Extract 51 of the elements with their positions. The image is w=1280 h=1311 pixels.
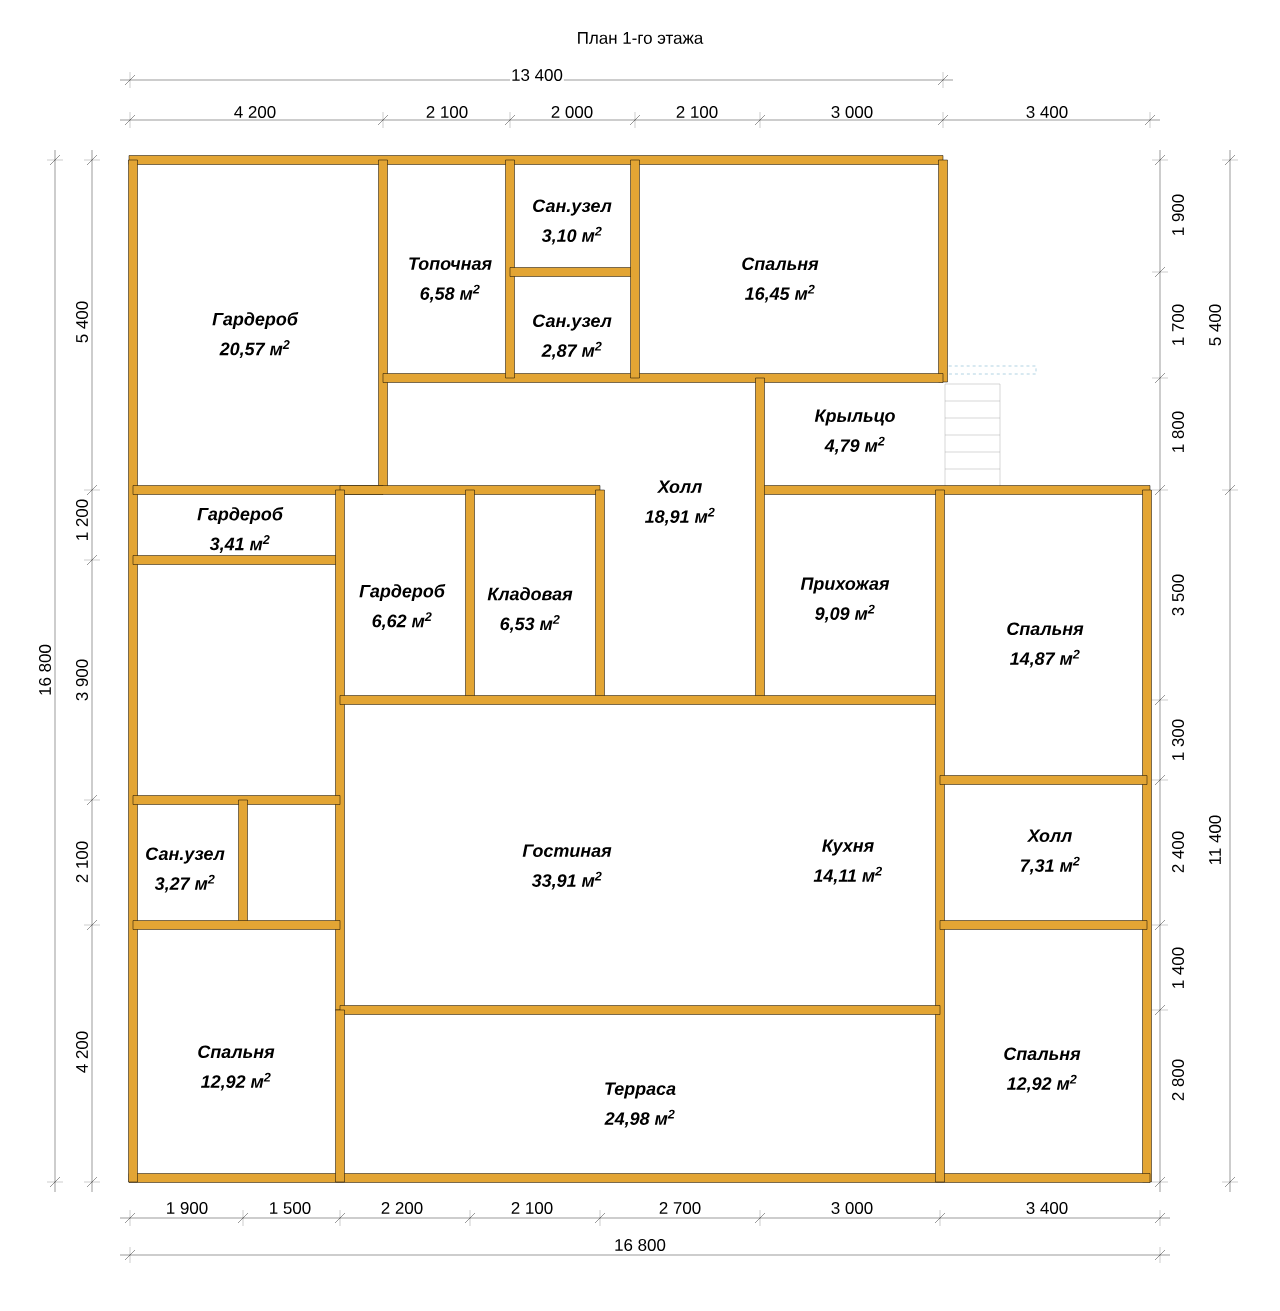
room-label: Топочная 6,58 м$^{2}$: [409, 257, 492, 303]
dimension-label: 4 200: [75, 1029, 89, 1075]
dimension-label: 3 400: [1024, 1201, 1070, 1215]
room-label: Холл 18,91 м$^{2}$: [645, 480, 715, 526]
dimension-label: 2 400: [1171, 829, 1185, 875]
room-label: Спальня 16,45 м$^{2}$: [742, 257, 819, 303]
dimension-label: 1 500: [267, 1201, 313, 1215]
dimension-label: 2 000: [549, 105, 595, 119]
dimension-label: 1 200: [75, 497, 89, 543]
room-label: Гардероб 3,41 м$^{2}$: [197, 507, 284, 553]
room-label: Гостиная 33,91 м$^{2}$: [522, 844, 612, 890]
room-label: Холл 7,31 м$^{2}$: [1020, 829, 1080, 875]
room-label: Гардероб 20,57 м$^{2}$: [212, 312, 299, 358]
room-label: Кухня 14,11 м$^{2}$: [813, 839, 882, 885]
dimension-label: 13 400: [510, 68, 564, 82]
dimension-label: 5 400: [75, 299, 89, 345]
dimension-label: 16 800: [38, 643, 52, 697]
dimension-label: 3 000: [829, 1201, 875, 1215]
dimension-label: 3 400: [1024, 105, 1070, 119]
room-label: Кладовая 6,53 м$^{2}$: [487, 587, 573, 633]
room-label: Сан.узел 3,10 м$^{2}$: [533, 199, 612, 245]
dimension-label: 1 300: [1171, 717, 1185, 763]
dimension-label: 2 100: [674, 105, 720, 119]
dimension-label: 3 500: [1171, 572, 1185, 618]
dimension-label: 1 800: [1171, 409, 1185, 455]
room-label: Прихожая 9,09 м$^{2}$: [800, 577, 890, 623]
room-label: Терраса 24,98 м$^{2}$: [604, 1082, 676, 1128]
dimension-label: 3 000: [829, 105, 875, 119]
dimension-label: 1 900: [1171, 192, 1185, 238]
dimension-label: 2 200: [379, 1201, 425, 1215]
room-label: Сан.узел 2,87 м$^{2}$: [533, 314, 612, 360]
dimension-label: 2 700: [657, 1201, 703, 1215]
room-label: Спальня 14,87 м$^{2}$: [1007, 622, 1084, 668]
dimension-label: 1 900: [164, 1201, 210, 1215]
room-label: Сан.узел 3,27 м$^{2}$: [146, 847, 225, 893]
dimension-label: 2 100: [424, 105, 470, 119]
dimension-label: 3 900: [75, 657, 89, 703]
plan-title: План 1-го этажа: [578, 32, 704, 44]
dimension-label: 2 100: [75, 839, 89, 885]
dimension-label: 11 400: [1208, 813, 1222, 867]
room-label: Гардероб 6,62 м$^{2}$: [359, 584, 446, 630]
dimension-label: 16 800: [613, 1238, 667, 1252]
dimension-label: 2 100: [509, 1201, 555, 1215]
dimension-label: 4 200: [232, 105, 278, 119]
dimension-label: 1 700: [1171, 302, 1185, 348]
dimension-label: 2 800: [1171, 1057, 1185, 1103]
room-label: Спальня 12,92 м$^{2}$: [198, 1045, 275, 1091]
room-label: Крыльцо 4,79 м$^{2}$: [814, 409, 895, 455]
dimension-label: 5 400: [1208, 302, 1222, 348]
room-label: Спальня 12,92 м$^{2}$: [1004, 1047, 1081, 1093]
dimension-label: 1 400: [1171, 945, 1185, 991]
